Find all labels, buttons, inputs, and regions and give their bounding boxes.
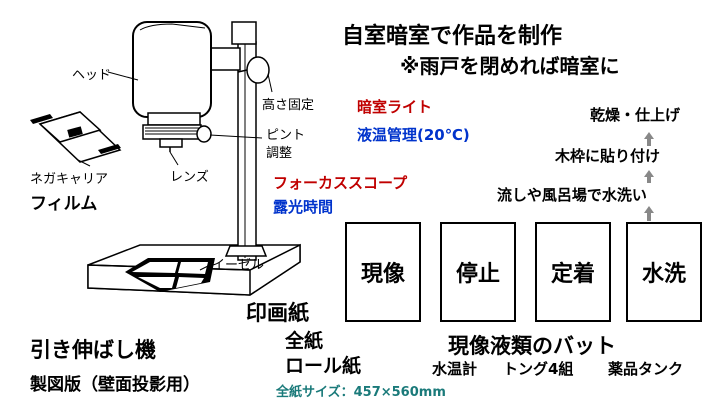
label-focus-1: ピント: [266, 128, 306, 143]
process-step-3: 乾燥・仕上げ: [590, 106, 681, 124]
head: [132, 21, 212, 118]
label-temp-control: 液温管理(20℃): [357, 126, 470, 144]
label-easel: イーゼル: [212, 258, 265, 273]
label-focus-2: 調整: [266, 146, 293, 161]
trays-title: 現像液類のバット: [448, 334, 616, 358]
paper-sheet: 全紙: [285, 330, 324, 352]
height-lock-knob: [246, 56, 270, 84]
lens-shape: [159, 138, 183, 148]
label-safelight: 暗室ライト: [357, 98, 433, 116]
item-thermometer: 水温計: [432, 360, 478, 378]
tray-stop: 停止: [440, 222, 516, 322]
focus-knob: [196, 125, 212, 143]
item-tongs: トング4組: [503, 360, 574, 378]
label-lens: レンズ: [170, 170, 209, 185]
label-negative-carrier: ネガキャリア: [30, 172, 109, 187]
enlarger-name: 引き伸ばし機: [30, 338, 156, 362]
subtitle: ※雨戸を閉めれば暗室に: [400, 54, 620, 78]
arrow-up-icon: [644, 206, 654, 213]
paper-roll: ロール紙: [285, 355, 362, 377]
main-title: 自室暗室で作品を制作: [342, 24, 563, 49]
process-step-1: 流しや風呂場で水洗い: [497, 186, 647, 204]
paper-title: 印画紙: [246, 301, 309, 325]
bellows: [142, 124, 202, 140]
label-film: フィルム: [30, 194, 98, 214]
label-exposure-time: 露光時間: [273, 198, 334, 216]
label-focus-scope: フォーカススコープ: [273, 174, 408, 192]
tray-wash: 水洗: [626, 222, 702, 322]
enlarger-model: 製図版（壁面投影用）: [30, 375, 200, 395]
tray-develop: 現像: [345, 222, 421, 322]
tray-fix: 定着: [535, 222, 611, 322]
item-chemical-tank: 薬品タンク: [608, 360, 684, 378]
label-height-lock: 高さ固定: [262, 98, 315, 113]
negative-carrier-shape: [30, 111, 122, 163]
process-step-2: 木枠に貼り付け: [555, 147, 661, 165]
label-head: ヘッド: [72, 68, 112, 83]
arrow-up-icon: [644, 132, 654, 139]
arrow-up-icon: [644, 170, 654, 177]
paper-size: 全紙サイズ：457×560mm: [276, 385, 446, 400]
